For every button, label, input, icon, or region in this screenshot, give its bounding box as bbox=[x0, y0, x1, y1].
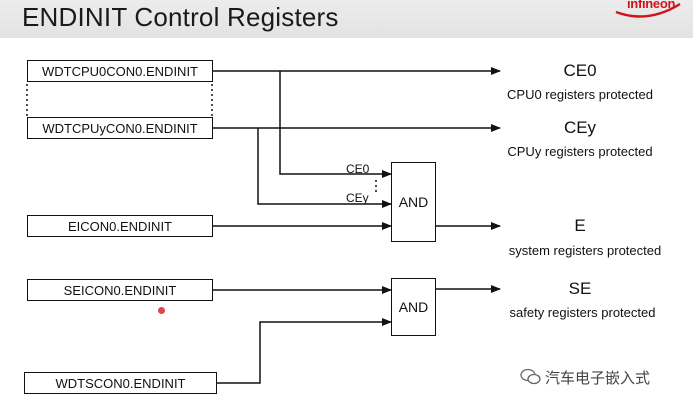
pointer-dot bbox=[158, 307, 165, 314]
infineon-logo: infineon bbox=[627, 0, 676, 11]
page-title: ENDINIT Control Registers bbox=[22, 2, 339, 32]
output-se-desc: safety registers protected bbox=[509, 305, 656, 320]
logo-swoosh-icon bbox=[615, 2, 681, 18]
output-e-desc: system registers protected bbox=[508, 243, 662, 258]
and-gate-1: AND bbox=[391, 162, 436, 242]
output-e-name: E bbox=[574, 216, 586, 235]
gate-input-cey: CEy bbox=[346, 191, 369, 205]
output-cey-desc: CPUy registers protected bbox=[507, 144, 653, 159]
register-eicon0: EICON0.ENDINIT bbox=[27, 215, 213, 237]
gate-input-ce0: CE0 bbox=[346, 162, 370, 176]
output-cey-name: CEy bbox=[563, 118, 597, 137]
register-wdtcpu0con0: WDTCPU0CON0.ENDINIT bbox=[27, 60, 213, 82]
register-wdtscon0: WDTSCON0.ENDINIT bbox=[24, 372, 217, 394]
output-ce0-desc: CPU0 registers protected bbox=[507, 87, 653, 102]
register-wdtcpuycon0: WDTCPUyCON0.ENDINIT bbox=[27, 117, 213, 139]
output-ce0-name: CE0 bbox=[563, 61, 597, 80]
wechat-icon bbox=[520, 368, 541, 385]
output-se-name: SE bbox=[568, 279, 592, 298]
register-seicon0: SEICON0.ENDINIT bbox=[27, 279, 213, 301]
title-bar bbox=[0, 0, 693, 38]
watermark-text: 汽车电子嵌入式 bbox=[545, 370, 651, 387]
and-gate-2: AND bbox=[391, 278, 436, 336]
